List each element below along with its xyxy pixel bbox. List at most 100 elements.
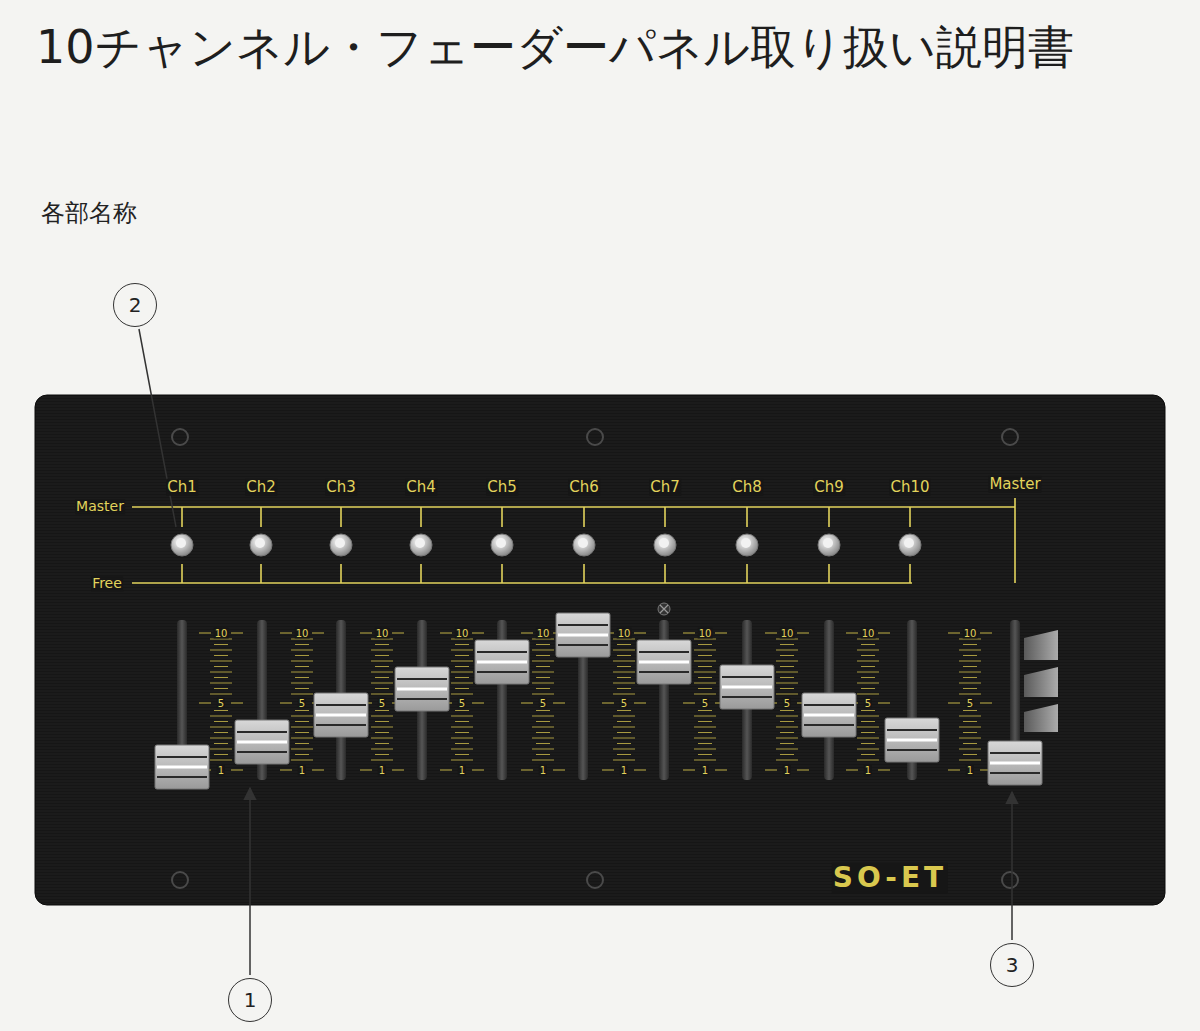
- scale-tick: [455, 743, 469, 744]
- scale-tick: [613, 672, 635, 673]
- scale-tick: [698, 710, 712, 711]
- scale-dash: [797, 632, 809, 633]
- scale-tick: [613, 650, 635, 651]
- bus-tick: [340, 507, 342, 527]
- scale-tick: [959, 672, 981, 673]
- scale-dash: [878, 769, 890, 770]
- scale-dash: [878, 632, 890, 633]
- fader-stripe: [722, 686, 772, 689]
- scale-tick: [295, 644, 309, 645]
- scale-tick: [861, 688, 875, 689]
- scale-tick: [857, 683, 879, 684]
- scale-tick: [776, 650, 798, 651]
- scale-number: 1: [539, 765, 547, 776]
- scale-dash: [846, 632, 858, 633]
- scale-tick: [214, 644, 228, 645]
- scale-tick: [617, 688, 631, 689]
- scale-tick: [694, 639, 716, 640]
- scale-tick: [776, 727, 798, 728]
- scale-tick: [532, 650, 554, 651]
- fader-stripe: [237, 741, 287, 744]
- scale-tick: [532, 727, 554, 728]
- scale-tick: [776, 738, 798, 739]
- bus-tick: [181, 564, 183, 583]
- master-label: Master: [988, 476, 1041, 493]
- scale-number: 5: [966, 698, 974, 709]
- light-reflection: [1024, 630, 1058, 660]
- scale-tick: [214, 666, 228, 667]
- scale-dash: [683, 702, 695, 703]
- fader-stripe: [316, 724, 366, 726]
- scale-tick: [861, 732, 875, 733]
- leader-line: [1011, 792, 1013, 940]
- scale-dash: [472, 632, 484, 633]
- scale-tick: [375, 677, 389, 678]
- scale-tick: [776, 683, 798, 684]
- scale-tick: [776, 661, 798, 662]
- scale-tick: [371, 661, 393, 662]
- scale-tick: [455, 721, 469, 722]
- scale-tick: [451, 639, 473, 640]
- small-screw-cross: [660, 605, 668, 613]
- fader-stripe: [558, 644, 608, 646]
- bus-tick: [420, 564, 422, 583]
- leader-line: [139, 329, 176, 527]
- scale-tick: [780, 732, 794, 733]
- scale-dash: [765, 769, 777, 770]
- scale-dash: [199, 632, 211, 633]
- scale-tick: [694, 661, 716, 662]
- toggle-switch: [573, 534, 595, 556]
- fader-stripe: [804, 714, 854, 717]
- scale-tick: [536, 721, 550, 722]
- master-bus-line: [1014, 498, 1016, 583]
- scale-number: 5: [620, 698, 628, 709]
- scale-tick: [536, 710, 550, 711]
- scale-tick: [214, 721, 228, 722]
- scale-dash: [280, 702, 292, 703]
- scale-tick: [210, 650, 232, 651]
- scale-tick: [613, 738, 635, 739]
- scale-dash: [280, 632, 292, 633]
- scale-tick: [780, 666, 794, 667]
- scale-dash: [472, 702, 484, 703]
- scale-tick: [295, 754, 309, 755]
- scale-tick: [617, 655, 631, 656]
- scale-tick: [291, 727, 313, 728]
- fader-stripe: [237, 751, 287, 753]
- fader-stripe: [722, 676, 772, 678]
- scale-tick: [214, 677, 228, 678]
- scale-tick: [455, 754, 469, 755]
- scale-dash: [231, 702, 243, 703]
- scale-tick: [371, 650, 393, 651]
- scale-tick: [776, 716, 798, 717]
- scale-dash: [521, 632, 533, 633]
- light-reflection: [1024, 704, 1058, 732]
- scale-tick: [861, 710, 875, 711]
- scale-number: 1: [217, 765, 225, 776]
- scale-tick: [375, 688, 389, 689]
- scale-tick: [861, 721, 875, 722]
- scale-tick: [536, 655, 550, 656]
- scale-tick: [451, 650, 473, 651]
- scale-tick: [375, 655, 389, 656]
- small-screw: [658, 603, 670, 615]
- fader-stripe: [722, 696, 772, 698]
- channel-label: Ch6: [568, 479, 600, 496]
- scale-tick: [214, 754, 228, 755]
- scale-tick: [455, 677, 469, 678]
- scale-tick: [371, 639, 393, 640]
- scale-tick: [295, 743, 309, 744]
- toggle-lever: [741, 538, 751, 548]
- scale-tick: [532, 760, 554, 761]
- scale-tick: [371, 749, 393, 750]
- scale-tick: [536, 644, 550, 645]
- scale-dash: [231, 632, 243, 633]
- scale-tick: [532, 683, 554, 684]
- scale-tick: [963, 677, 977, 678]
- scale-number: 1: [783, 765, 791, 776]
- section-heading: 各部名称: [40, 200, 138, 226]
- scale-tick: [295, 710, 309, 711]
- fader-knob: [988, 741, 1042, 785]
- scale-number: 10: [214, 628, 229, 639]
- screw-hole: [172, 429, 188, 445]
